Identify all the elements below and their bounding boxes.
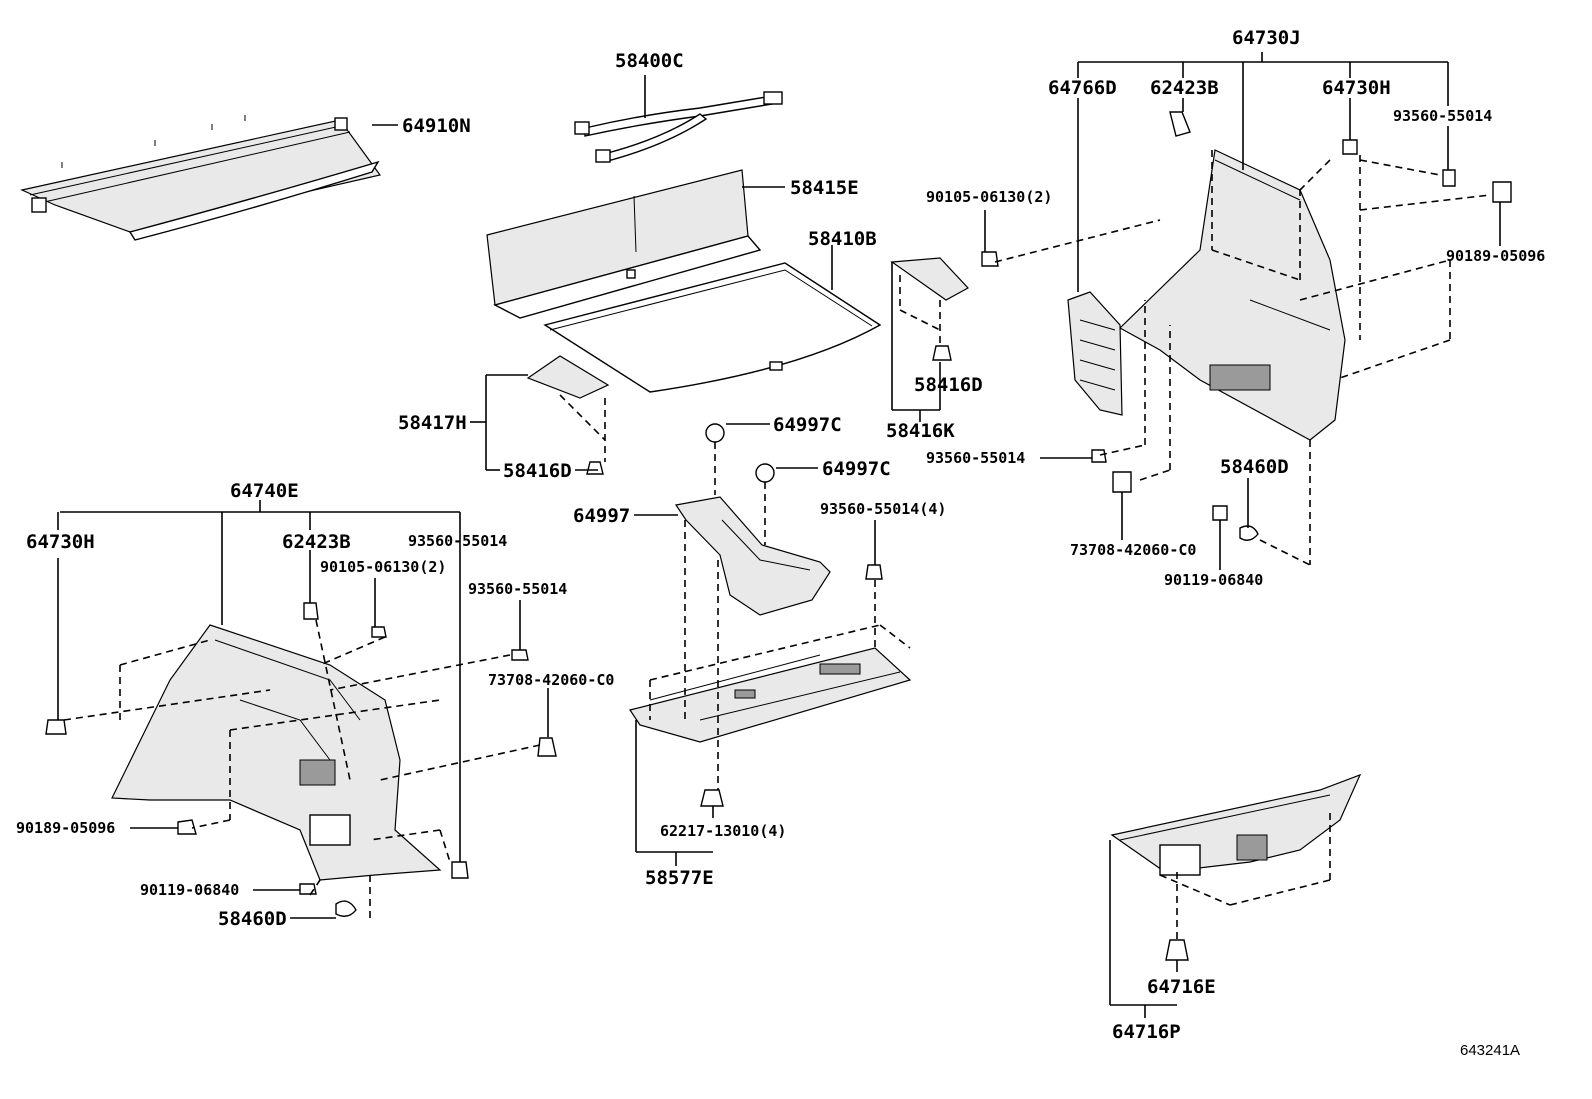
label-64716E[interactable]: 64716E — [1147, 976, 1216, 998]
leader-lines — [57, 52, 1501, 1018]
label-93560-55014-4[interactable]: 93560-55014(4) — [820, 500, 946, 518]
reference-id: 643241A — [1460, 1042, 1520, 1059]
label-64730J[interactable]: 64730J — [1232, 27, 1301, 49]
part-labels: 64910N 58400C 58415E 58410B 58417H 58416… — [16, 27, 1545, 1059]
label-93560-55014-a[interactable]: 93560-55014 — [408, 532, 507, 550]
label-64730H-b[interactable]: 64730H — [1322, 77, 1391, 99]
small-panel-left-part[interactable] — [526, 355, 610, 475]
label-90119-06840-a[interactable]: 90119-06840 — [140, 881, 239, 899]
label-58416D-b[interactable]: 58416D — [914, 374, 983, 396]
label-64997C-b[interactable]: 64997C — [822, 458, 891, 480]
label-93560-55014-c[interactable]: 93560-55014 — [1393, 107, 1492, 125]
side-tray-part[interactable] — [674, 423, 831, 616]
label-58460D-a[interactable]: 58460D — [218, 908, 287, 930]
assembly-lines — [63, 150, 1491, 940]
label-90189-05096-b[interactable]: 90189-05096 — [1446, 247, 1545, 265]
sill-plate-part[interactable] — [629, 564, 912, 807]
label-73708-42060-C0-a[interactable]: 73708-42060-C0 — [488, 671, 614, 689]
label-58577E[interactable]: 58577E — [645, 867, 714, 889]
rear-step-plate-part[interactable] — [1110, 773, 1362, 961]
label-58416D-a[interactable]: 58416D — [503, 460, 572, 482]
strap-part[interactable] — [574, 91, 783, 163]
label-93560-55014-d[interactable]: 93560-55014 — [926, 449, 1025, 467]
label-64730H-a[interactable]: 64730H — [26, 531, 95, 553]
quarter-trim-left-part[interactable] — [45, 602, 557, 917]
label-58410B[interactable]: 58410B — [808, 228, 877, 250]
label-90119-06840-b[interactable]: 90119-06840 — [1164, 571, 1263, 589]
deck-board-part[interactable] — [486, 169, 762, 319]
label-58460D-b[interactable]: 58460D — [1220, 456, 1289, 478]
label-64766D[interactable]: 64766D — [1048, 77, 1117, 99]
label-58415E[interactable]: 58415E — [790, 177, 859, 199]
label-62423B-a[interactable]: 62423B — [282, 531, 351, 553]
label-64740E[interactable]: 64740E — [230, 480, 299, 502]
deck-floor-part[interactable] — [543, 262, 882, 393]
label-58417H[interactable]: 58417H — [398, 412, 467, 434]
label-64997C-a[interactable]: 64997C — [773, 414, 842, 436]
label-90105-06130-2-b[interactable]: 90105-06130(2) — [320, 558, 446, 576]
label-64997[interactable]: 64997 — [573, 505, 630, 527]
label-90189-05096-a[interactable]: 90189-05096 — [16, 819, 115, 837]
label-58416K[interactable]: 58416K — [886, 420, 955, 442]
tonneau-cover-part[interactable] — [20, 115, 382, 241]
label-62217-13010-4[interactable]: 62217-13010(4) — [660, 822, 786, 840]
label-58400C[interactable]: 58400C — [615, 50, 684, 72]
small-panel-right-part[interactable] — [890, 257, 969, 361]
label-64910N[interactable]: 64910N — [402, 115, 471, 137]
label-62423B-b[interactable]: 62423B — [1150, 77, 1219, 99]
label-73708-42060-C0-b[interactable]: 73708-42060-C0 — [1070, 541, 1196, 559]
label-93560-55014-b[interactable]: 93560-55014 — [468, 580, 567, 598]
label-64716P[interactable]: 64716P — [1112, 1021, 1181, 1043]
quarter-trim-right-part[interactable] — [981, 111, 1512, 541]
label-90105-06130-2-a[interactable]: 90105-06130(2) — [926, 188, 1052, 206]
